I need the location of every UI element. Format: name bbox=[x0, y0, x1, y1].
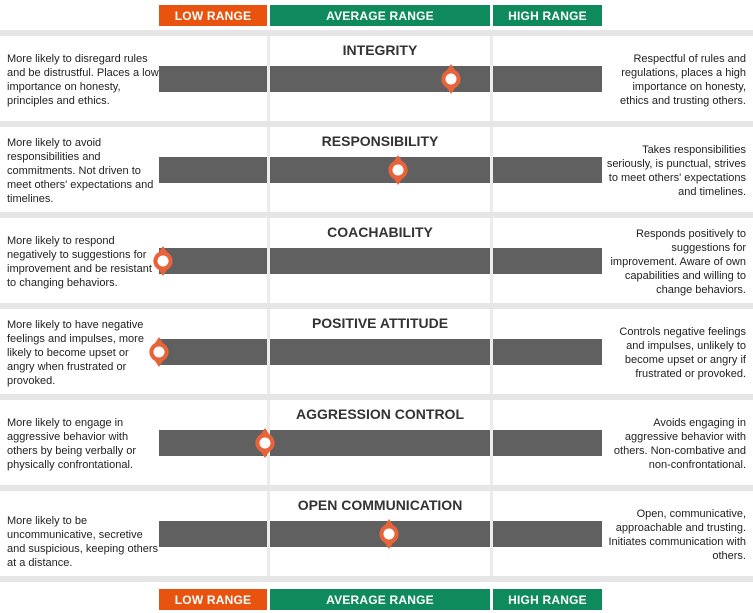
high-description: Takes responsibilities seriously, is pun… bbox=[606, 144, 746, 198]
trait-row-coachability: COACHABILITY More likely to respond nega… bbox=[0, 218, 753, 303]
bar-low-segment bbox=[159, 157, 267, 183]
bar-average-segment bbox=[270, 339, 490, 365]
bar-low-segment bbox=[159, 248, 267, 274]
high-range-label: HIGH RANGE bbox=[493, 5, 602, 26]
bar-low-segment bbox=[159, 66, 267, 92]
range-guide bbox=[267, 127, 270, 212]
trait-row-integrity: INTEGRITY More likely to disregard rules… bbox=[0, 36, 753, 121]
bar-average-segment bbox=[270, 157, 490, 183]
score-marker-icon bbox=[254, 427, 276, 459]
bar-high-segment bbox=[493, 521, 602, 547]
trait-title: RESPONSIBILITY bbox=[321, 133, 439, 149]
low-range-label: LOW RANGE bbox=[159, 589, 267, 610]
score-marker-icon bbox=[148, 336, 170, 368]
row-divider bbox=[0, 30, 753, 36]
bar-low-segment bbox=[159, 430, 267, 456]
range-header-top: LOW RANGE AVERAGE RANGE HIGH RANGE bbox=[0, 5, 753, 26]
bar-high-segment bbox=[493, 248, 602, 274]
range-guide bbox=[267, 36, 270, 121]
low-description: More likely to respond negatively to sug… bbox=[7, 235, 152, 289]
row-divider bbox=[0, 485, 753, 491]
range-guide bbox=[490, 36, 493, 121]
range-header-bottom: LOW RANGE AVERAGE RANGE HIGH RANGE bbox=[0, 589, 753, 610]
bar-high-segment bbox=[493, 157, 602, 183]
bar-low-segment bbox=[159, 521, 267, 547]
range-guide bbox=[267, 218, 270, 303]
low-description: More likely to disregard rules and be di… bbox=[7, 53, 159, 107]
high-description: Responds positively to suggestions for i… bbox=[610, 228, 746, 296]
high-description: Respectful of rules and regulations, pla… bbox=[620, 53, 746, 107]
trait-title: COACHABILITY bbox=[327, 224, 433, 240]
score-marker-icon bbox=[152, 245, 174, 277]
trait-row-aggression-control: AGGRESSION CONTROL More likely to engage… bbox=[0, 400, 753, 485]
trait-title: POSITIVE ATTITUDE bbox=[311, 315, 449, 331]
range-guide bbox=[490, 127, 493, 212]
trait-row-positive-attitude: POSITIVE ATTITUDE More likely to have ne… bbox=[0, 309, 753, 394]
low-description: More likely to be uncommunicative, secre… bbox=[7, 515, 159, 569]
bar-high-segment bbox=[493, 66, 602, 92]
row-divider bbox=[0, 576, 753, 582]
low-description: More likely to engage in aggressive beha… bbox=[7, 417, 137, 471]
range-guide bbox=[267, 491, 270, 576]
high-description: Avoids engaging in aggressive behavior w… bbox=[613, 417, 746, 471]
bar-average-segment bbox=[270, 430, 490, 456]
high-description: Controls negative feelings and impulses,… bbox=[619, 326, 746, 380]
bar-high-segment bbox=[493, 430, 602, 456]
range-guide bbox=[490, 309, 493, 394]
average-range-label: AVERAGE RANGE bbox=[270, 5, 490, 26]
low-description: More likely to have negative feelings an… bbox=[7, 319, 144, 387]
low-range-label: LOW RANGE bbox=[159, 5, 267, 26]
range-guide bbox=[490, 218, 493, 303]
range-guide bbox=[267, 309, 270, 394]
score-marker-icon bbox=[440, 63, 462, 95]
range-guide bbox=[490, 400, 493, 485]
score-marker-icon bbox=[378, 518, 400, 550]
trait-title: OPEN COMMUNICATION bbox=[297, 497, 463, 513]
trait-row-responsibility: RESPONSIBILITY More likely to avoid resp… bbox=[0, 127, 753, 212]
high-range-label: HIGH RANGE bbox=[493, 589, 602, 610]
high-description: Open, communicative, approachable and tr… bbox=[608, 508, 746, 562]
bar-high-segment bbox=[493, 339, 602, 365]
trait-title: AGGRESSION CONTROL bbox=[295, 406, 464, 422]
trait-title: INTEGRITY bbox=[342, 42, 418, 58]
average-range-label: AVERAGE RANGE bbox=[270, 589, 490, 610]
bar-low-segment bbox=[159, 339, 267, 365]
range-guide bbox=[490, 491, 493, 576]
trait-row-open-communication: OPEN COMMUNICATION More likely to be unc… bbox=[0, 491, 753, 576]
row-divider bbox=[0, 394, 753, 400]
score-marker-icon bbox=[387, 154, 409, 186]
row-divider bbox=[0, 121, 753, 127]
row-divider bbox=[0, 303, 753, 309]
low-description: More likely to avoid responsibilities an… bbox=[7, 137, 154, 205]
bar-average-segment bbox=[270, 248, 490, 274]
row-divider bbox=[0, 212, 753, 218]
